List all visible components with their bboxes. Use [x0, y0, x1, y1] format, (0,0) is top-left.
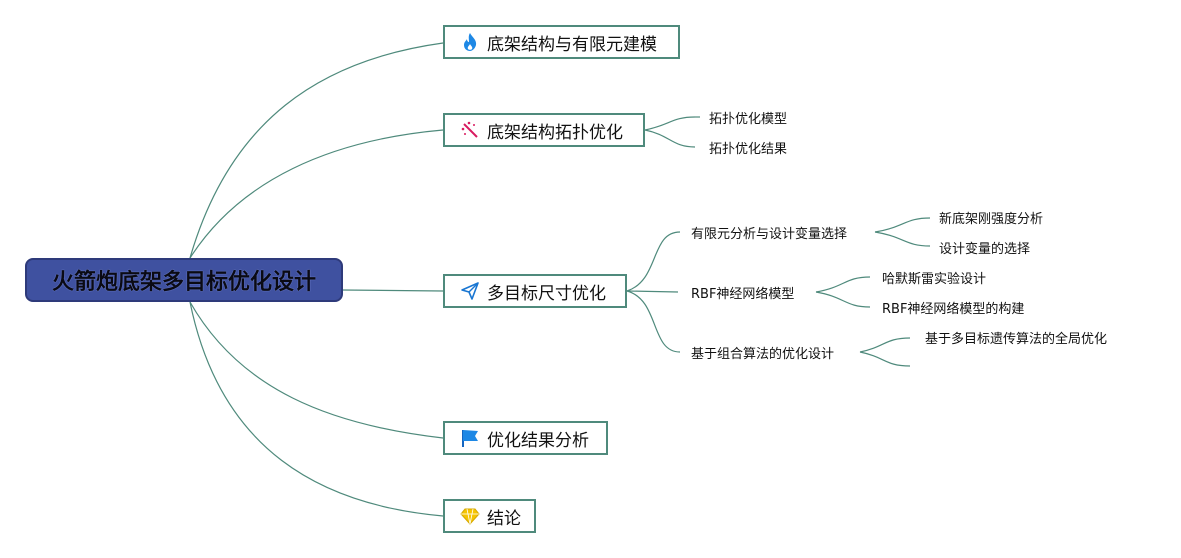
root-label: 火箭炮底架多目标优化设计 [51, 270, 316, 295]
sub-combined-optimization[interactable]: 基于组合算法的优化设计 [691, 347, 835, 362]
branch-label: 结论 [487, 508, 521, 529]
branch-conclusion[interactable]: 结论 [443, 499, 536, 533]
leaf-variable-selection[interactable]: 设计变量的选择 [939, 242, 1031, 257]
branch-results[interactable]: 优化结果分析 [443, 421, 608, 455]
root-topic[interactable]: 火箭炮底架多目标优化设计 [25, 258, 343, 302]
leaf-hammersley-doe[interactable]: 哈默斯雷实验设计 [882, 272, 987, 287]
branch-label: 多目标尺寸优化 [487, 283, 606, 304]
branch-label: 底架结构与有限元建模 [487, 34, 657, 55]
leaf-topology-model[interactable]: 拓扑优化模型 [709, 112, 788, 127]
fire-icon [459, 31, 481, 53]
branch-modeling[interactable]: 底架结构与有限元建模 [443, 25, 680, 59]
leaf-rbf-build[interactable]: RBF神经网络模型的构建 [882, 302, 1025, 317]
branch-sizing[interactable]: 多目标尺寸优化 [443, 274, 627, 308]
branch-label: 底架结构拓扑优化 [487, 122, 623, 143]
diamond-icon [459, 505, 481, 527]
branch-label: 优化结果分析 [487, 430, 589, 451]
magic-wand-icon [459, 119, 481, 141]
paper-plane-icon [459, 280, 481, 302]
sub-rbf-model[interactable]: RBF神经网络模型 [691, 287, 795, 302]
sub-fea-variables[interactable]: 有限元分析与设计变量选择 [691, 227, 848, 242]
flag-icon [459, 427, 481, 449]
leaf-topology-result[interactable]: 拓扑优化结果 [709, 142, 788, 157]
leaf-ga-global-optimization[interactable]: 基于多目标遗传算法的全局优化 [925, 332, 1108, 347]
leaf-stiffness-analysis[interactable]: 新底架刚强度分析 [939, 212, 1044, 227]
branch-topology[interactable]: 底架结构拓扑优化 [443, 113, 645, 147]
